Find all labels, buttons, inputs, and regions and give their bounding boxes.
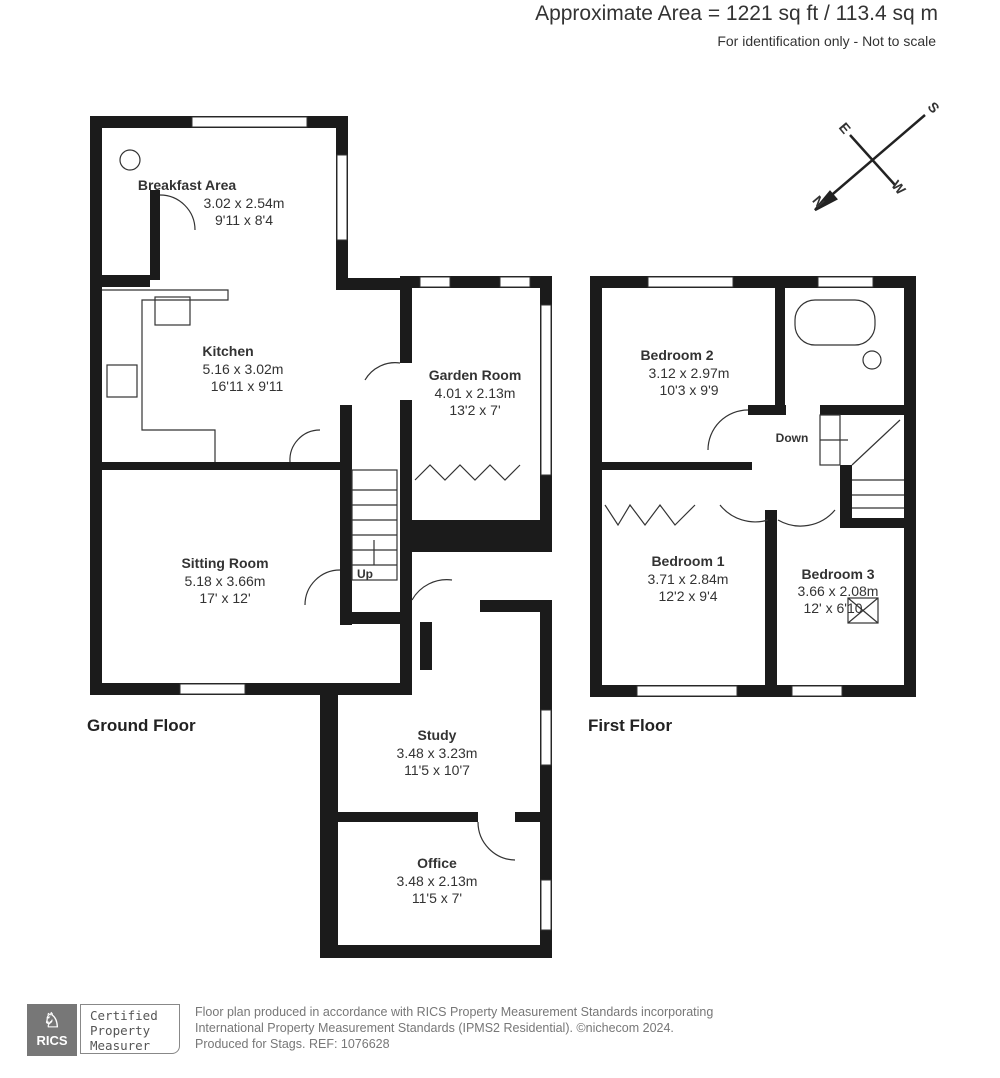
label: 12'2 x 9'4 bbox=[658, 588, 717, 604]
label: 3.12 x 2.97m bbox=[649, 365, 730, 381]
toilet-icon bbox=[119, 149, 141, 171]
ground-floor-fixtures bbox=[102, 149, 521, 861]
label: RICS bbox=[36, 1033, 68, 1048]
label: N bbox=[809, 192, 828, 210]
label: 17' x 12' bbox=[199, 590, 250, 606]
label: 16'11 x 9'11 bbox=[211, 378, 284, 394]
label: 5.18 x 3.66m bbox=[185, 573, 266, 589]
label: Sitting Room bbox=[181, 555, 268, 571]
label: Bedroom 1 bbox=[651, 553, 724, 569]
label: Breakfast Area bbox=[138, 177, 237, 193]
label: 4.01 x 2.13m bbox=[435, 385, 516, 401]
label: Certified bbox=[90, 1008, 158, 1023]
first-floor-label: First Floor bbox=[588, 716, 672, 735]
label: 11'5 x 10'7 bbox=[404, 762, 470, 778]
label: International Property Measurement Stand… bbox=[195, 1021, 674, 1035]
label: 10'3 x 9'9 bbox=[659, 382, 718, 398]
bath-icon bbox=[794, 299, 876, 346]
toilet-icon bbox=[862, 350, 882, 370]
first-floor-fixtures bbox=[604, 299, 904, 624]
label: Study bbox=[418, 727, 457, 743]
label: Property bbox=[90, 1023, 151, 1038]
sink-icon bbox=[154, 296, 191, 326]
label: Garden Room bbox=[429, 367, 522, 383]
label: Bedroom 2 bbox=[640, 347, 713, 363]
label: 12' x 6'10 bbox=[803, 600, 862, 616]
approximate-area: Approximate Area = 1221 sq ft / 113.4 sq… bbox=[535, 2, 938, 25]
ground-floor-walls bbox=[90, 116, 552, 958]
label: Produced for Stags. REF: 1076628 bbox=[195, 1037, 390, 1051]
label: Up bbox=[357, 567, 373, 581]
label: Floor plan produced in accordance with R… bbox=[195, 1005, 714, 1019]
identification-note: For identification only - Not to scale bbox=[717, 33, 936, 49]
label: Measurer bbox=[90, 1038, 151, 1053]
ground-floor-label: Ground Floor bbox=[87, 716, 196, 735]
rics-logo: ♘RICS bbox=[27, 1004, 77, 1056]
label: 11'5 x 7' bbox=[412, 890, 462, 906]
label: 3.66 x 2.08m bbox=[798, 583, 879, 599]
label: 3.02 x 2.54m bbox=[204, 195, 285, 211]
label: 13'2 x 7' bbox=[449, 402, 500, 418]
label: 3.48 x 3.23m bbox=[397, 745, 478, 761]
label: Bedroom 3 bbox=[801, 566, 874, 582]
label: 3.71 x 2.84m bbox=[648, 571, 729, 587]
footer-text: Floor plan produced in accordance with R… bbox=[195, 1004, 713, 1052]
hob-icon bbox=[106, 364, 138, 398]
first-floor-windows bbox=[636, 276, 874, 697]
label: E bbox=[836, 119, 854, 136]
stairs-up bbox=[351, 469, 398, 581]
compass-icon: S E W N bbox=[809, 99, 943, 212]
label: Down bbox=[776, 431, 809, 445]
label: 5.16 x 3.02m bbox=[203, 361, 284, 377]
label: 9'11 x 8'4 bbox=[215, 212, 273, 228]
label: S bbox=[925, 99, 943, 116]
label: Kitchen bbox=[202, 343, 253, 359]
label: 3.48 x 2.13m bbox=[397, 873, 478, 889]
loft-hatch-icon bbox=[847, 597, 879, 624]
first-floor-walls bbox=[590, 276, 916, 697]
label: Office bbox=[417, 855, 457, 871]
ground-floor-windows bbox=[179, 116, 552, 931]
